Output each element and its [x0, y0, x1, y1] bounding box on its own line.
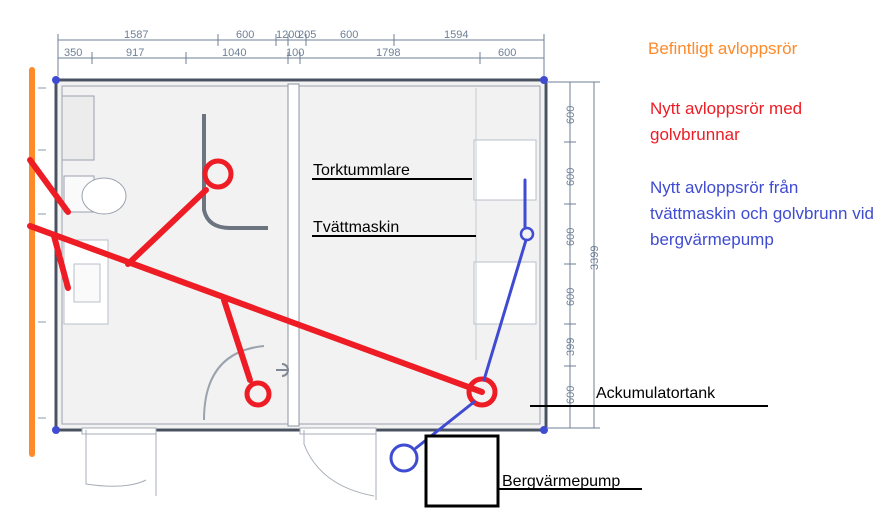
dim-top2-350: 350	[64, 47, 82, 59]
new-red-drain-pipes	[27, 157, 485, 395]
floor-drain-red-1	[202, 158, 234, 190]
dim-top1-1594: 1594	[444, 29, 468, 41]
top-dimension-lines	[57, 34, 545, 76]
dryer-fixture	[473, 139, 537, 201]
washer-label: Tvättmaskin	[313, 219, 399, 236]
dim-top2-1040: 1040	[222, 47, 246, 59]
floor-drain-red-2	[244, 380, 272, 408]
corner-node-tl	[52, 76, 60, 84]
dim-right-6: 600	[565, 386, 577, 404]
tank-label: Ackumulatortank	[596, 385, 716, 402]
dim-right-3: 600	[565, 228, 577, 246]
dim-top1-600b: 600	[340, 29, 358, 41]
sink-basin	[73, 263, 101, 303]
toilet-bowl	[81, 177, 127, 215]
door-left	[81, 427, 157, 496]
corner-node-br	[540, 426, 548, 434]
dim-top2-1798: 1798	[376, 47, 400, 59]
floor-area	[58, 82, 544, 428]
dryer-label: Torktummlare	[313, 162, 410, 179]
dim-top1-1587: 1587	[124, 29, 148, 41]
heat-pump-label: Bergvärmepump	[502, 473, 620, 490]
shower-faucet-icon	[276, 363, 289, 377]
cabinet-fixture	[61, 95, 95, 161]
left-dimension-marks	[38, 87, 46, 419]
label-underlines	[312, 178, 768, 490]
dim-top1-600: 600	[236, 29, 254, 41]
dim-top2-100: 100	[286, 47, 304, 59]
legend-new-red-pipe: Nytt avloppsrör med golvbrunnar	[650, 99, 803, 144]
dim-top1-1200: 1200	[276, 29, 300, 41]
corner-node-tr	[540, 76, 548, 84]
dim-right-5: 399	[565, 338, 577, 356]
bathtub-outline	[202, 114, 268, 230]
dim-top1-205: 205	[298, 29, 316, 41]
floor-drain-blue	[389, 443, 419, 473]
washer-drain-blue	[519, 226, 535, 242]
corner-node-bl	[52, 426, 60, 434]
partition-wall	[287, 83, 300, 427]
dim-right-1: 600	[565, 106, 577, 124]
dim-right-total: 3399	[589, 246, 601, 270]
floor-drain-red-3	[466, 376, 498, 408]
legend-new-blue-pipe: Nytt avloppsrör från tvättmaskin och gol…	[650, 178, 874, 249]
dim-top2-600: 600	[498, 47, 516, 59]
dim-top2-917: 917	[126, 47, 144, 59]
dim-right-2: 600	[565, 168, 577, 186]
heat-pump-box	[424, 434, 500, 508]
shower-arc	[203, 345, 265, 421]
dim-right-4: 600	[565, 288, 577, 306]
legend-existing-pipe: Befintligt avloppsrör	[648, 39, 798, 58]
right-dimension-lines	[548, 81, 600, 429]
door-right	[299, 427, 377, 500]
